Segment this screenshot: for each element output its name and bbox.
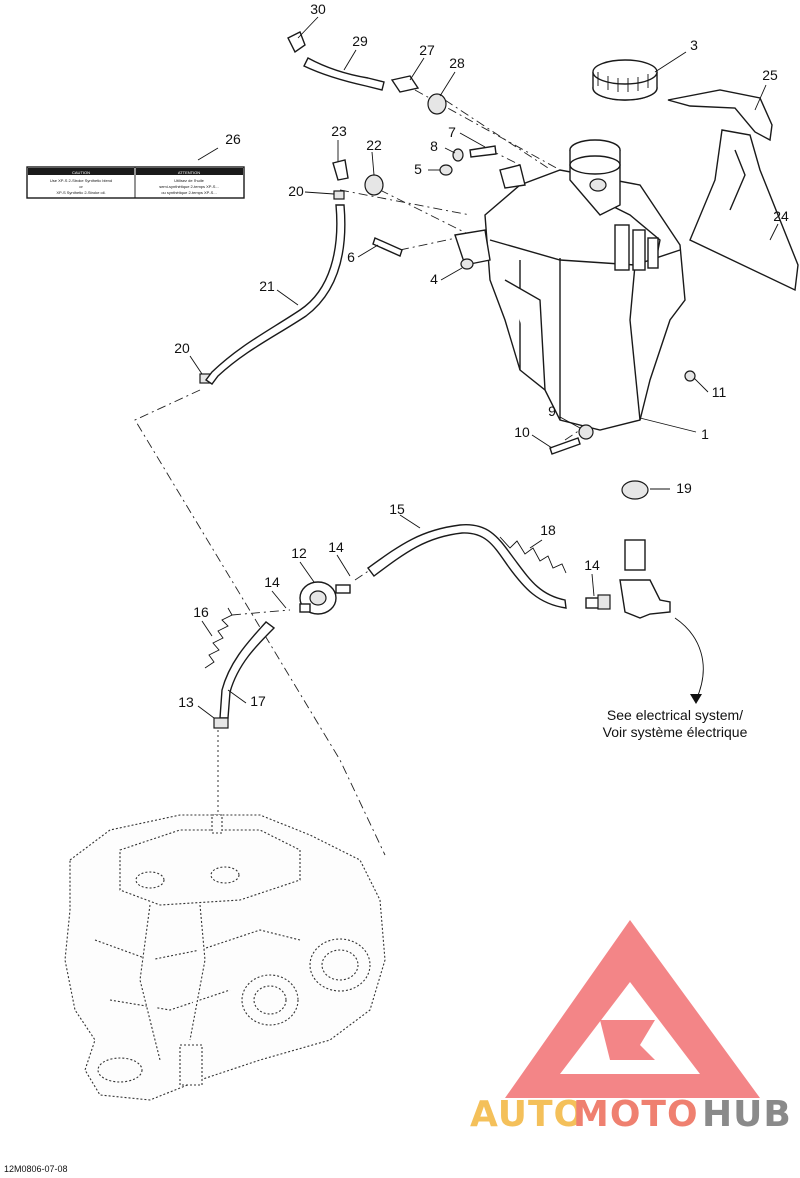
callout-c26: 26 <box>225 131 241 147</box>
callout-c18: 18 <box>540 522 556 538</box>
callout-c22: 22 <box>366 137 382 153</box>
oil-hose-15 <box>367 524 567 609</box>
electrical-note-line1: See electrical system/ <box>607 707 743 723</box>
oil-tank-cap <box>592 59 658 101</box>
callout-c23: 23 <box>331 123 347 139</box>
callout-c3: 3 <box>690 37 698 53</box>
decal-left-line1: Use XP-S 2-Stroke Synthetic blend <box>50 178 112 183</box>
decal-right-line2: semi-synthétique 2-temps XP-S... <box>159 184 219 189</box>
callout-c21: 21 <box>259 278 275 294</box>
decal-left-line2: or <box>79 184 83 189</box>
tank-side-panel <box>689 129 799 292</box>
callout-c9: 9 <box>548 403 556 419</box>
hose-springs <box>204 536 567 669</box>
callout-c25: 25 <box>762 67 778 83</box>
electrical-pointer <box>674 617 704 704</box>
tank-cover-trim <box>667 89 773 142</box>
callout-c14c: 14 <box>584 557 600 573</box>
engine-assembly <box>64 814 386 1101</box>
callout-c24: 24 <box>773 208 789 224</box>
callout-c10: 10 <box>514 424 530 440</box>
watermark-logo: AUTO MOTO HUB <box>470 920 792 1135</box>
oil-hose-17 <box>213 621 276 729</box>
callout-c1: 1 <box>701 426 709 442</box>
callout-c27: 27 <box>419 42 435 58</box>
callout-c13: 13 <box>178 694 194 710</box>
callout-c6: 6 <box>347 249 355 265</box>
callout-c8: 8 <box>430 138 438 154</box>
callout-c16: 16 <box>193 604 209 620</box>
watermark-text-hub: HUB <box>702 1094 792 1135</box>
watermark-triangle <box>505 920 760 1098</box>
warning-decal: CAUTION ATTENTION Use XP-S 2-Stroke Synt… <box>26 166 245 199</box>
decal-left-line3: XP-S Synthetic 2-Stroke oil. <box>56 190 105 195</box>
callout-c14a: 14 <box>328 539 344 555</box>
oil-tank <box>454 164 686 431</box>
decal-right-line3: ou synthétique 2-temps XP-S... <box>161 190 216 195</box>
callout-c20b: 20 <box>174 340 190 356</box>
filler-neck <box>569 139 621 216</box>
electrical-note-line2: Voir système électrique <box>603 724 748 740</box>
decal-left-heading: CAUTION <box>72 170 90 175</box>
callout-c17: 17 <box>250 693 266 709</box>
callout-c30: 30 <box>310 1 326 17</box>
decal-right-heading: ATTENTION <box>178 170 200 175</box>
callout-c28: 28 <box>449 55 465 71</box>
callout-c29: 29 <box>352 33 368 49</box>
callout-c12: 12 <box>291 545 307 561</box>
callouts: 1345678910111213141414151617181920202122… <box>174 1 789 710</box>
t-fitting <box>585 539 671 619</box>
callout-c11: 11 <box>712 384 727 400</box>
callout-c19: 19 <box>676 480 692 496</box>
figure-reference-code: 12M0806-07-08 <box>4 1164 68 1174</box>
hardware <box>199 31 696 500</box>
callout-c7: 7 <box>448 124 456 140</box>
callout-leaders <box>189 16 779 719</box>
decal-right-line1: Utilisez de l'huile <box>174 178 204 183</box>
callout-c5: 5 <box>414 161 422 177</box>
assembly-lines <box>134 89 581 856</box>
watermark-text-auto: AUTO <box>470 1094 585 1135</box>
watermark-text-moto: MOTO <box>573 1094 699 1135</box>
callout-c4: 4 <box>430 271 438 287</box>
callout-c20a: 20 <box>288 183 304 199</box>
oil-hose-21 <box>204 204 346 385</box>
callout-c15: 15 <box>389 501 405 517</box>
oil-pump-filter <box>299 581 351 615</box>
callout-c14b: 14 <box>264 574 280 590</box>
